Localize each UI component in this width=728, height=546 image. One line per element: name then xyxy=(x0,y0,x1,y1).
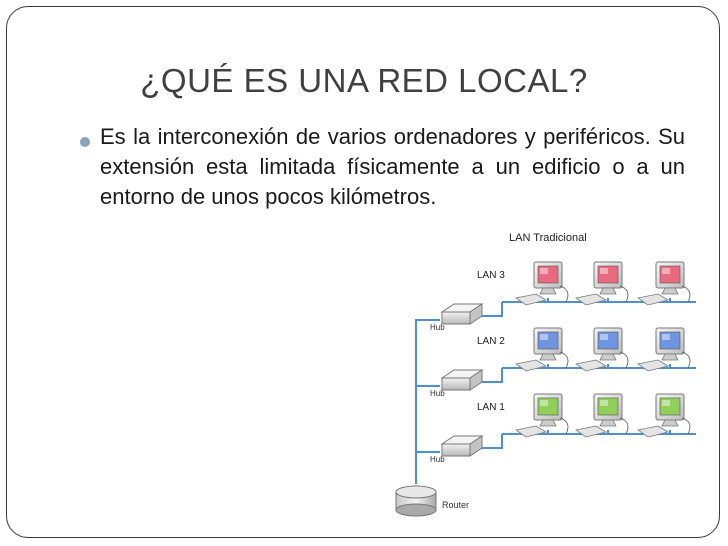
diagram-title: LAN Tradicional xyxy=(509,232,587,244)
computer-icon xyxy=(637,393,691,438)
hub-label: Hub xyxy=(430,389,445,398)
computer-icon xyxy=(575,393,629,438)
hub-label: Hub xyxy=(430,455,445,464)
lan-wire xyxy=(478,302,503,317)
computer-icon xyxy=(637,261,691,306)
computer-icon xyxy=(575,327,629,372)
lan-label: LAN 3 xyxy=(477,270,505,281)
slide-title: ¿QUÉ ES UNA RED LOCAL? xyxy=(140,62,588,99)
computer-icon xyxy=(575,261,629,306)
lan-label: LAN 1 xyxy=(477,402,505,413)
hub-icon xyxy=(440,303,484,325)
bullet-text: Es la interconexión de varios ordenadore… xyxy=(100,124,685,209)
hub-icon xyxy=(440,369,484,391)
router-icon xyxy=(395,485,437,517)
router-label: Router xyxy=(442,500,469,510)
computer-icon xyxy=(515,393,569,438)
computer-icon xyxy=(515,261,569,306)
hub-label: Hub xyxy=(430,323,445,332)
computer-icon xyxy=(637,327,691,372)
bullet-icon xyxy=(80,137,90,147)
lan-label: LAN 2 xyxy=(477,336,505,347)
hub-icon xyxy=(440,435,484,457)
backbone-wire xyxy=(415,319,440,484)
lan-wire xyxy=(478,434,503,449)
lan-wire xyxy=(478,368,503,383)
slide-frame xyxy=(6,6,720,538)
computer-icon xyxy=(515,327,569,372)
